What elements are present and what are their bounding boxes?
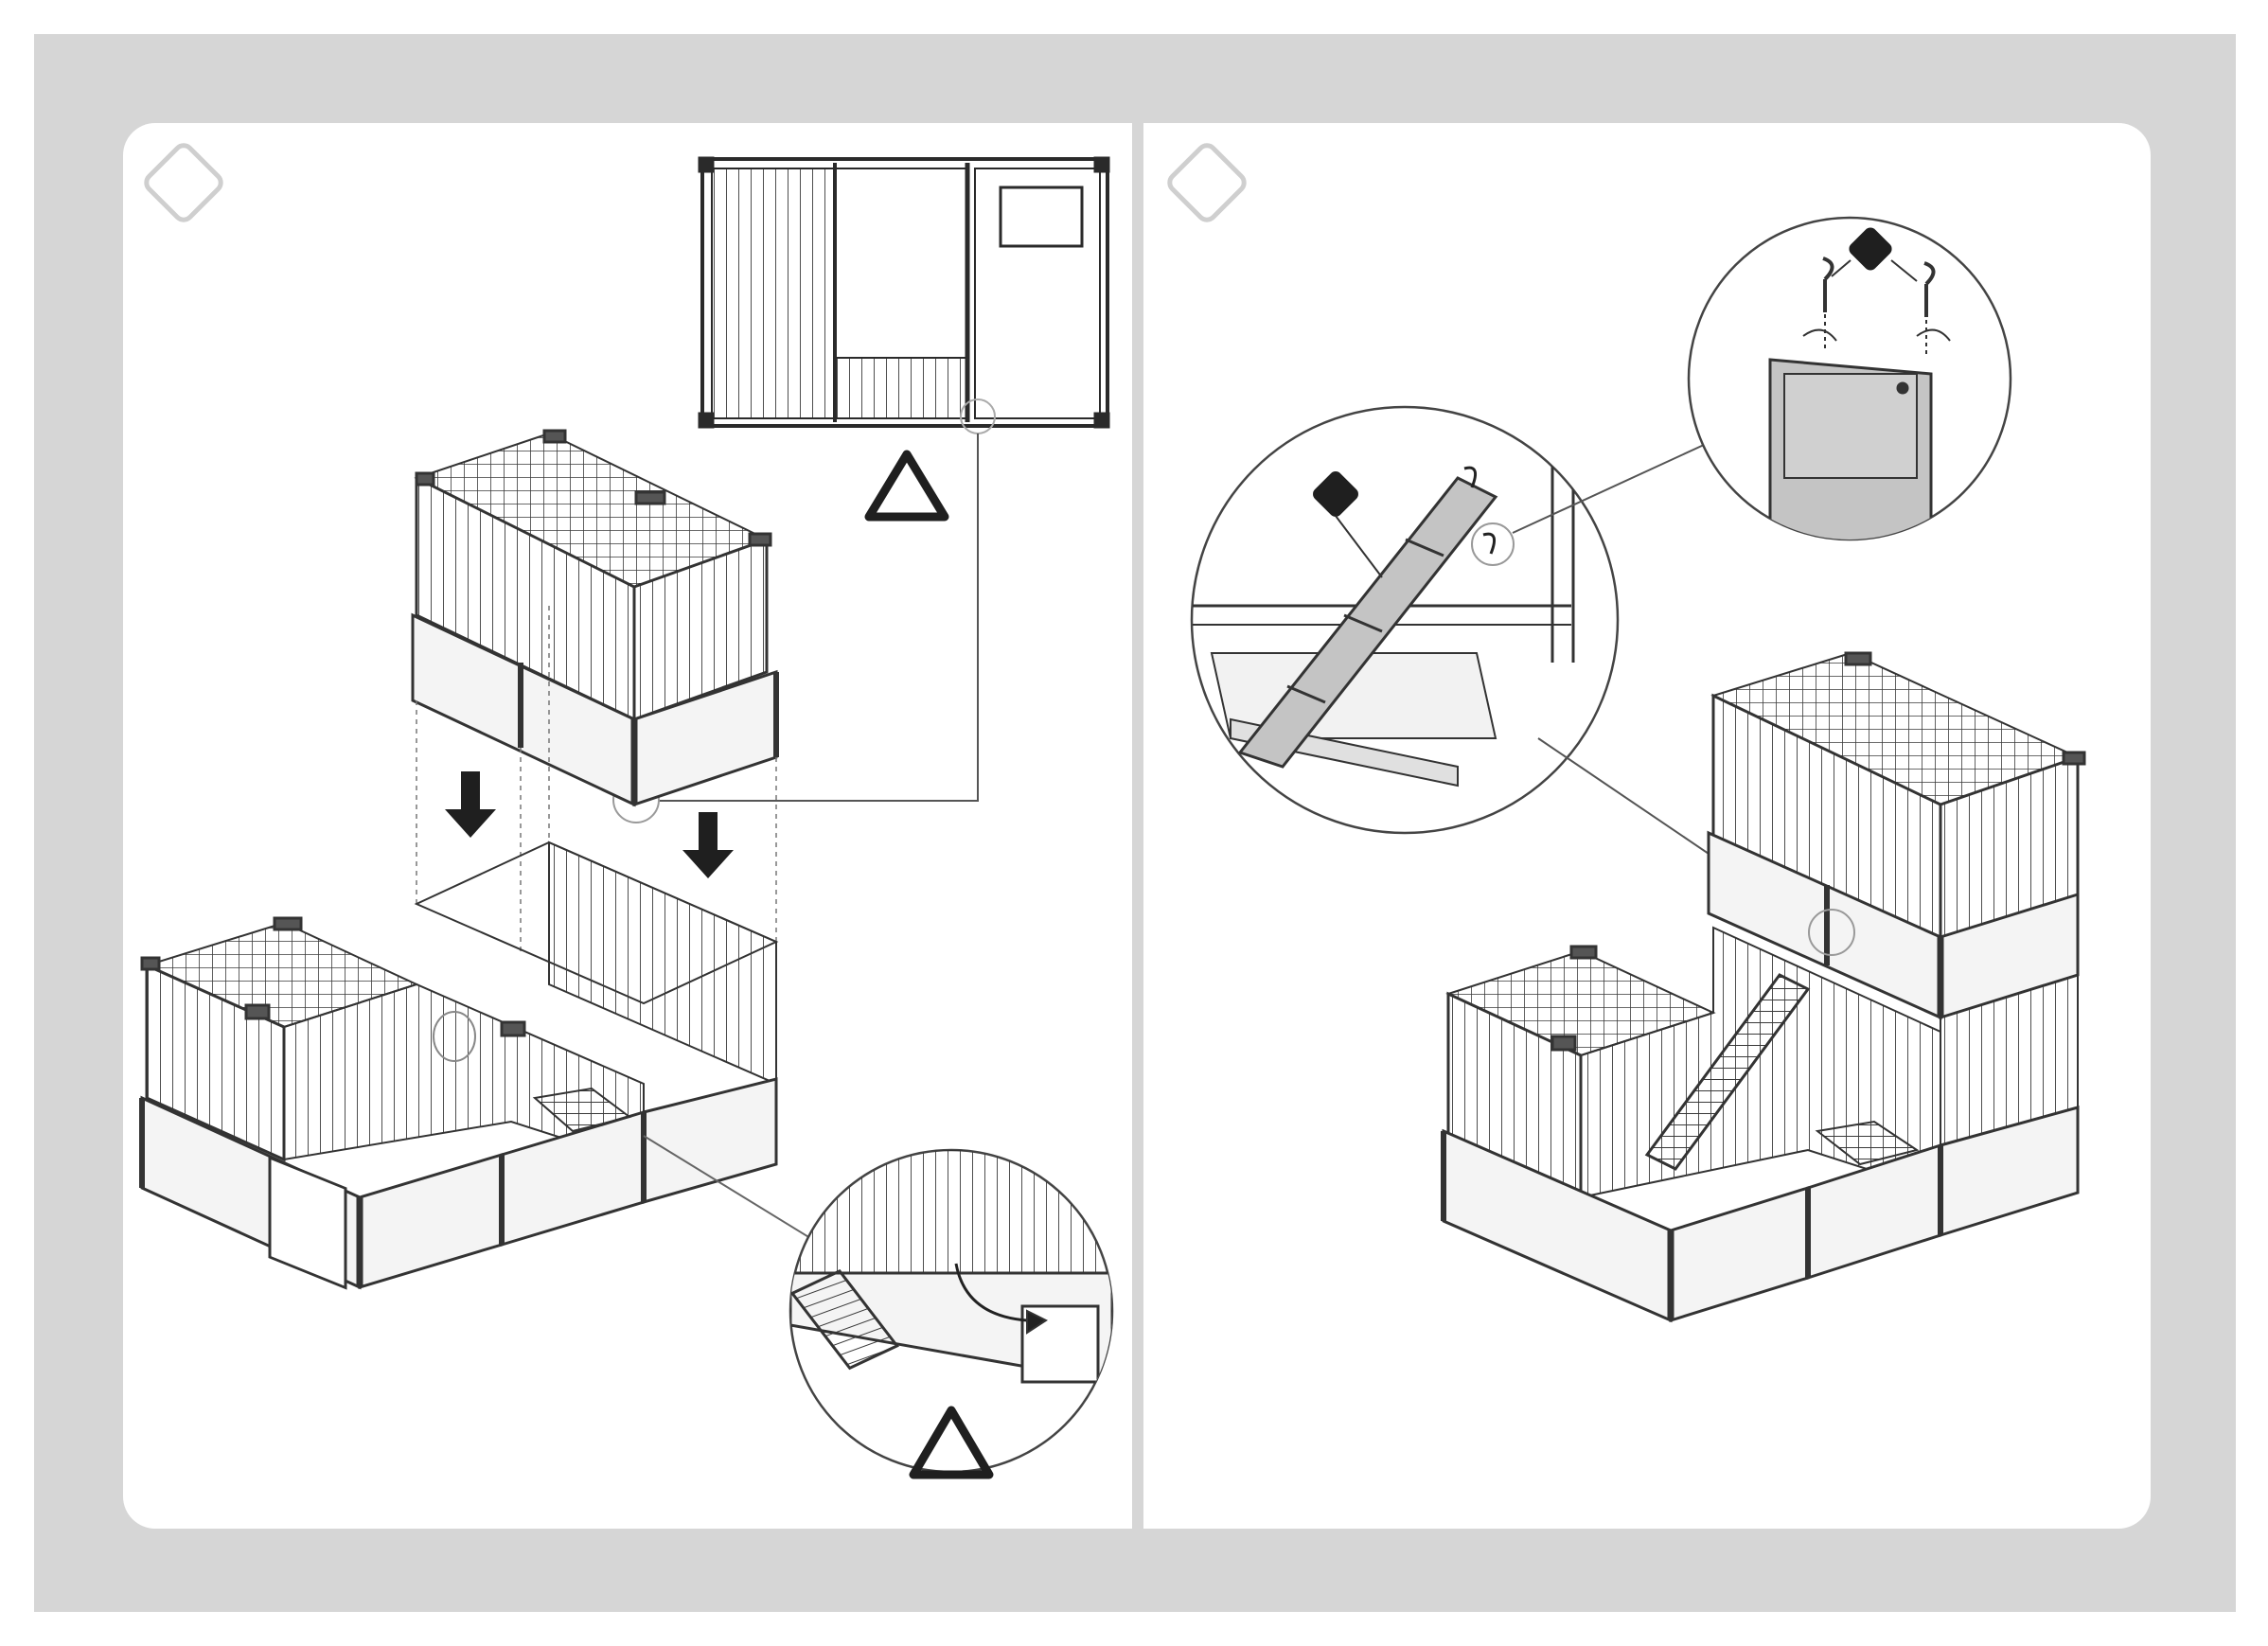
warning-triangle-icon — [869, 454, 945, 517]
arrow-down-icon — [445, 771, 496, 838]
arrow-down-icon — [682, 812, 734, 878]
ramp-hook-detail-inset — [1192, 407, 1618, 833]
lower-cage — [142, 842, 776, 1287]
upper-cage — [413, 431, 776, 805]
ramp-detail-inset — [790, 1150, 1112, 1472]
top-view-layout — [699, 157, 1109, 434]
ramp-plate-hooks-inset — [1689, 218, 2011, 568]
